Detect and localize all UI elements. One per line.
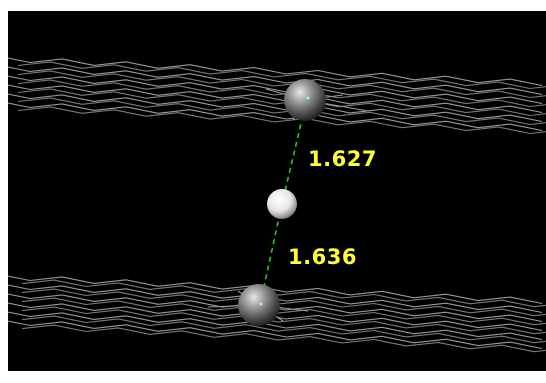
upper-atom-center-dot	[306, 96, 310, 100]
bond-strand	[8, 320, 543, 350]
bond-strand	[21, 324, 546, 353]
distance-label-lower: 1.636	[288, 245, 357, 269]
bond-strand	[21, 306, 546, 335]
lower-atom[interactable]	[238, 284, 280, 326]
molecular-viewport[interactable]: 1.627 1.636	[8, 11, 546, 371]
bond-strand	[21, 315, 546, 344]
bond-strand	[8, 66, 543, 96]
middle-atom[interactable]	[267, 189, 297, 219]
bond-strand	[21, 297, 546, 326]
bond-strand	[21, 288, 546, 317]
bond-strand	[8, 57, 543, 87]
bond-strand	[21, 279, 546, 308]
bond-strand	[17, 106, 546, 135]
distance-label-upper: 1.627	[308, 147, 377, 171]
bond-strand	[8, 75, 543, 105]
bond-strand	[17, 70, 546, 99]
bond-strand	[8, 93, 543, 123]
upper-atom[interactable]	[284, 79, 326, 121]
bond-strand	[17, 61, 546, 90]
lower-atom-center-dot	[259, 302, 263, 306]
bond-strand	[8, 102, 543, 132]
bond-strand	[8, 311, 543, 341]
bond-strand	[8, 84, 543, 114]
molecular-scene[interactable]	[8, 11, 546, 371]
upper-layer-bonds	[8, 57, 546, 135]
